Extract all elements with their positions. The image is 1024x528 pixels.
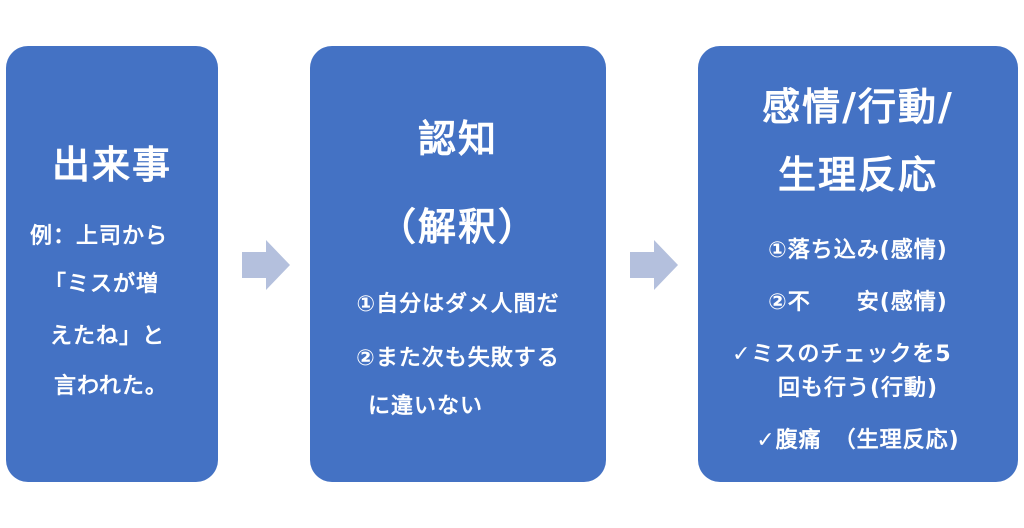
cognition-line-1: ①自分はダメ人間だ [356,292,560,317]
cognition-line-2: ②また次も失敗する [356,346,560,371]
reaction-title-line-2: 生理反応 [777,153,938,197]
event-line-1: 例：上司から [30,224,169,249]
event-line-2: 「ミスが増 [44,272,160,297]
reaction-line-2: ②不 安(感情) [768,290,948,315]
event-line-4: 言われた。 [54,374,168,399]
cognition-box: 認知 （解釈） ①自分はダメ人間だ ②また次も失敗する に違いない [310,46,606,482]
reaction-line-1: ①落ち込み(感情) [768,238,948,263]
reaction-box: 感情/行動/ 生理反応 ①落ち込み(感情) ②不 安(感情) ✓ミスのチェックを… [698,46,1018,482]
reaction-line-5: ✓腹痛 （生理反応) [756,428,960,453]
event-title: 出来事 [51,143,172,187]
cognition-title: 認知 [417,117,498,161]
reaction-title-line-1: 感情/行動/ [762,85,954,129]
event-box: 出来事 例：上司から 「ミスが増 えたね」と 言われた。 [6,46,218,482]
cognition-subtitle: （解釈） [377,205,538,249]
arrow-right-icon [242,240,290,290]
reaction-line-4: 回も行う(行動) [777,376,939,401]
reaction-line-3: ✓ミスのチェックを5 [732,342,952,367]
cognition-line-3: に違いない [368,394,484,419]
event-line-3: えたね」と [50,324,166,349]
arrow-right-icon [630,240,678,290]
